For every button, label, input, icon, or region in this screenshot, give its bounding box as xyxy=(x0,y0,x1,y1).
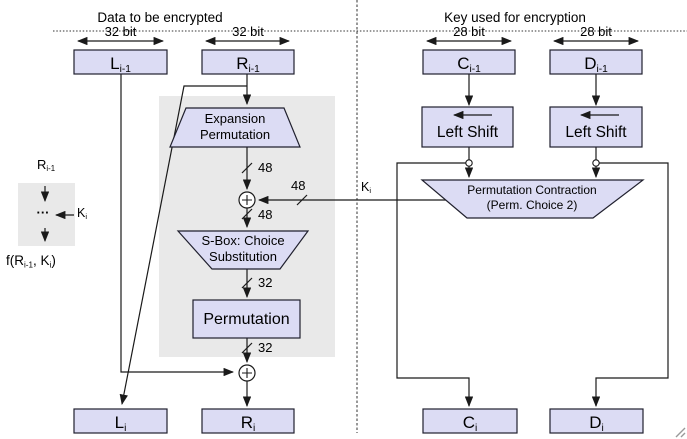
label-d-i: Di xyxy=(589,413,604,434)
junction-dot-c xyxy=(465,159,473,167)
label-permutation: Permutation xyxy=(203,311,290,328)
expansion-permutation-trapezoid xyxy=(169,107,301,148)
label-expansion-1: Expansion xyxy=(204,111,266,126)
connector-lines xyxy=(119,74,669,408)
legend-dots: ··· xyxy=(36,205,50,220)
bit-label-d: 28 bit xyxy=(580,24,612,39)
label-expansion-2: Permutation xyxy=(199,127,271,142)
label-left-shift-2: Left Shift xyxy=(565,124,627,141)
legend-r-prev: Ri-1 xyxy=(36,157,56,174)
label-c-i: Ci xyxy=(462,413,478,434)
box-d-prev xyxy=(549,49,643,75)
label-r-prev: Ri-1 xyxy=(236,54,260,75)
box-l-prev xyxy=(73,49,168,75)
legend-k: Ki xyxy=(77,206,88,222)
legend-f-function: f(Ri-1, Ki) xyxy=(6,253,56,270)
width-32-bottom: 32 xyxy=(258,340,273,355)
line-lprev-to-xor2 xyxy=(120,74,235,377)
section-title-data: Data to be encrypted xyxy=(97,10,223,25)
box-left-shift-2 xyxy=(549,106,643,148)
bit-label-l: 32 bit xyxy=(104,24,137,39)
xor-plus-signs xyxy=(242,195,252,378)
box-left-shift-1 xyxy=(421,106,514,148)
box-permutation xyxy=(192,299,301,339)
box-c-prev xyxy=(422,49,516,75)
box-l-i xyxy=(73,408,168,434)
width-48-top: 48 xyxy=(258,160,273,175)
label-l-prev: Li-1 xyxy=(110,54,131,75)
label-r-i: Ri xyxy=(240,413,256,434)
junction-dot-d xyxy=(592,159,600,167)
width-32-top: 32 xyxy=(258,275,273,290)
bit-label-c: 28 bit xyxy=(453,24,485,39)
label-perm-contraction-1: Permutation Contraction xyxy=(467,183,597,197)
label-c-prev: Ci-1 xyxy=(457,54,481,75)
sbox-trapezoid xyxy=(176,230,310,270)
permutation-contraction-trapezoid xyxy=(420,179,645,219)
resize-handle-icon xyxy=(675,427,686,438)
box-d-i xyxy=(549,408,644,434)
label-l-i: Li xyxy=(114,413,127,434)
box-r-prev xyxy=(201,49,295,75)
label-d-prev: Di-1 xyxy=(584,54,608,75)
label-subkey-k: Ki xyxy=(361,180,372,196)
legend-arrows xyxy=(40,186,74,243)
line-loop-to-di xyxy=(591,162,669,408)
box-r-i xyxy=(201,408,295,434)
section-title-key: Key used for encryption xyxy=(444,10,586,25)
box-c-i xyxy=(422,408,518,434)
label-sbox-1: S-Box: Choice xyxy=(201,233,285,248)
label-perm-contraction-2: (Perm. Choice 2) xyxy=(486,198,578,212)
width-48-key: 48 xyxy=(291,178,306,193)
line-rprev-to-li xyxy=(119,85,247,406)
bit-label-r: 32 bit xyxy=(232,24,264,39)
label-sbox-2: Substitution xyxy=(209,249,277,264)
bus-width-slashes xyxy=(241,162,308,354)
label-left-shift-1: Left Shift xyxy=(436,124,499,141)
line-loop-to-ci xyxy=(396,162,474,408)
width-48-bottom: 48 xyxy=(258,207,273,222)
